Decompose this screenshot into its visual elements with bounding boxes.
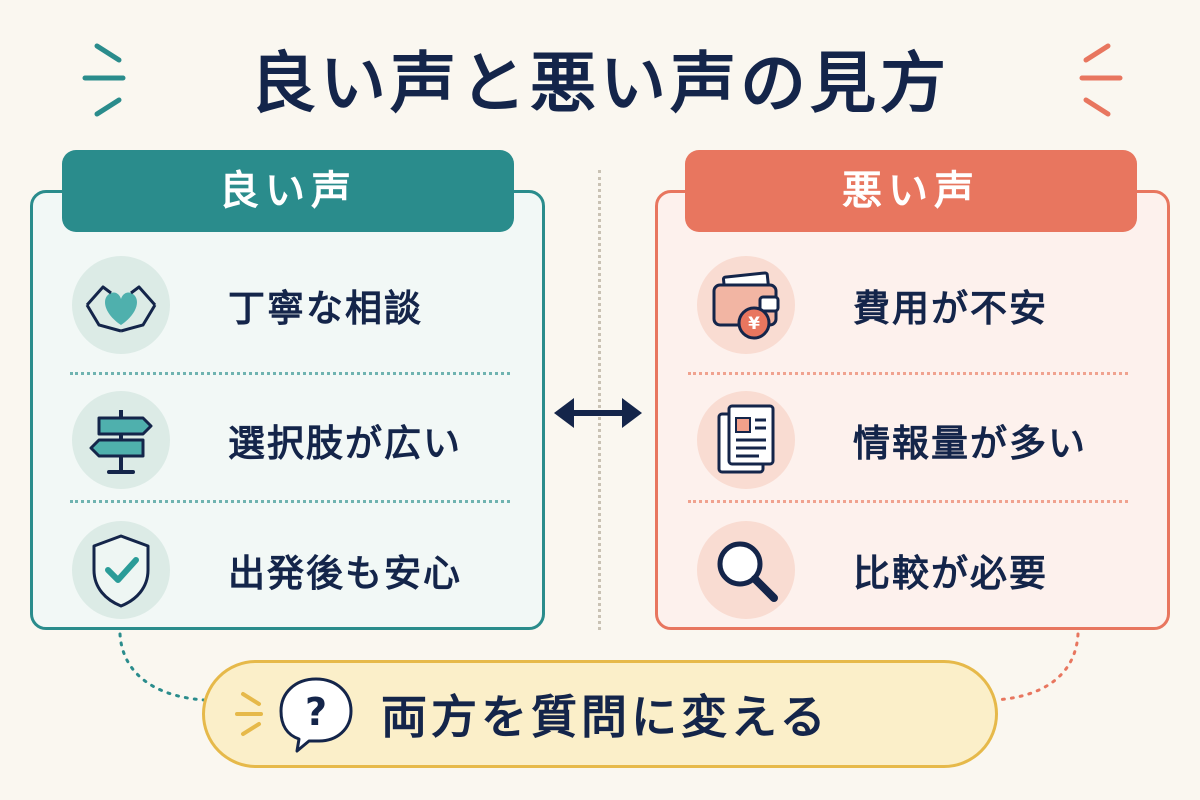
- divider: [70, 372, 510, 375]
- good-item-label: 選択肢が広い: [228, 422, 462, 465]
- left-sparkle-icon: [82, 43, 126, 117]
- svg-text:?: ?: [305, 690, 327, 734]
- divider: [70, 500, 510, 503]
- signpost-icon: [72, 391, 170, 489]
- list-item: 情報量が多い: [697, 380, 1087, 500]
- list-item: ¥ 費用が不安: [697, 245, 1048, 365]
- shield-check-icon: [72, 521, 170, 619]
- sparkle-icon: [235, 692, 263, 736]
- heart-hands-icon: [72, 256, 170, 354]
- divider: [688, 500, 1128, 503]
- left-connector: [118, 632, 206, 702]
- bad-item-label: 費用が不安: [853, 287, 1048, 330]
- center-divider: [598, 170, 601, 630]
- document-icon: [697, 391, 795, 489]
- right-sparkle-icon: [1079, 43, 1123, 117]
- divider: [688, 372, 1128, 375]
- list-item: 選択肢が広い: [72, 380, 462, 500]
- wallet-yen-icon: ¥: [697, 256, 795, 354]
- good-item-label: 出発後も安心: [228, 552, 462, 595]
- magnifier-icon: [697, 521, 795, 619]
- page-title: 良い声と悪い声の見方: [250, 45, 950, 122]
- question-bubble-icon: ?: [279, 677, 353, 753]
- list-item: 出発後も安心: [72, 510, 462, 630]
- conclusion-banner: ? 両方を質問に変える: [202, 660, 998, 768]
- bad-item-label: 情報量が多い: [853, 422, 1087, 465]
- bad-voices-heading: 悪い声: [685, 150, 1137, 232]
- list-item: 丁寧な相談: [72, 245, 423, 365]
- conclusion-text: 両方を質問に変える: [381, 690, 830, 744]
- svg-text:¥: ¥: [748, 314, 760, 334]
- good-voices-heading: 良い声: [62, 150, 514, 232]
- double-arrow-icon: [554, 398, 642, 428]
- list-item: 比較が必要: [697, 510, 1048, 630]
- good-item-label: 丁寧な相談: [228, 287, 423, 330]
- bad-item-label: 比較が必要: [853, 552, 1048, 595]
- right-connector: [994, 632, 1080, 702]
